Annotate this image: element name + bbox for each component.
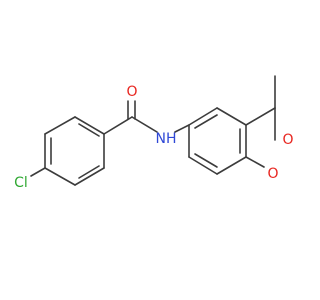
bond <box>188 107 218 126</box>
atom-label-o-keto: O <box>282 132 293 148</box>
atom-label-cl: Cl <box>14 175 28 191</box>
bond-inner <box>78 123 100 137</box>
bond-inner <box>194 114 218 129</box>
bond <box>245 107 276 126</box>
bond <box>174 124 190 133</box>
atom-label-nh: NH <box>156 131 177 147</box>
bond-inner <box>78 165 100 179</box>
structure-diagram: O NH Cl O O <box>14 75 294 191</box>
bond <box>216 156 247 175</box>
bond <box>245 156 265 168</box>
bond <box>30 167 46 177</box>
bond <box>44 167 76 186</box>
bond <box>74 167 105 186</box>
bond-inner <box>194 153 218 168</box>
bond <box>74 116 105 135</box>
bond <box>131 116 158 133</box>
bond <box>44 116 76 135</box>
bond <box>216 107 247 126</box>
bond <box>188 156 218 175</box>
bonds <box>30 75 276 186</box>
atom-label-o-amide: O <box>126 84 137 100</box>
atom-labels: O NH Cl O O <box>14 84 293 191</box>
atom-label-o-ring: O <box>267 166 278 182</box>
bond <box>103 116 133 135</box>
